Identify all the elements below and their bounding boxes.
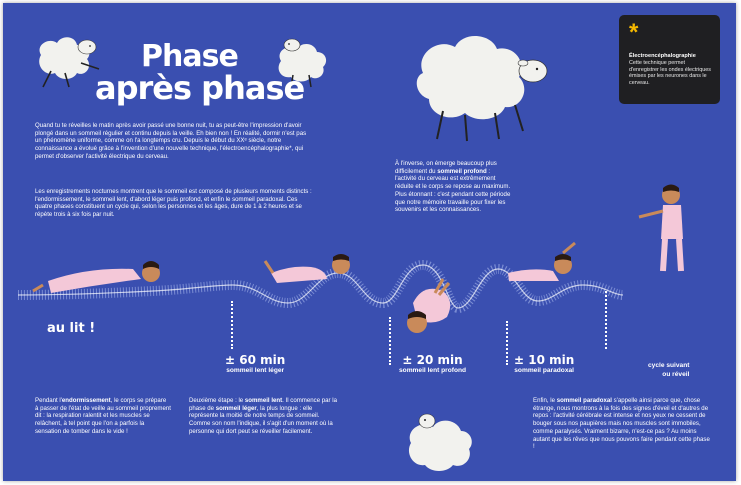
child-falling — [263, 254, 350, 283]
bottom-col-1: Pendant l'endormissement, le corps se pr… — [35, 397, 171, 436]
note-text-c: : l'activité du cerveau est extrêmement … — [395, 167, 511, 214]
magazine-page: Phase après phase Quand tu te réveilles … — [3, 3, 736, 481]
stage-next-line2: ou réveil — [662, 371, 690, 378]
intro-paragraph-2: Les enregistrements nocturnes montrent q… — [35, 188, 312, 219]
stage-deep: ± 20 min sommeil lent profond — [399, 353, 466, 374]
stage-deep-duration: ± 20 min — [402, 353, 463, 367]
illustration-layer — [17, 35, 684, 471]
col2-e: , la plus longue : elle représente la mo… — [189, 404, 333, 435]
child-flying-rem — [508, 241, 576, 281]
stage-rem: ± 10 min sommeil paradoxal — [514, 353, 574, 374]
child-lying-down — [32, 261, 160, 293]
deep-sleep-note: À l'inverse, on émerge beaucoup plus dif… — [395, 160, 513, 214]
asterisk-icon: * — [629, 19, 639, 46]
sheep-large — [416, 35, 548, 142]
col1-bold: endormissement — [61, 397, 111, 404]
stage-next-line1: cycle suivant — [648, 362, 690, 369]
note-text-a: À l'inverse, on émerge beaucoup plus dif… — [395, 160, 497, 175]
col3-bold: sommeil paradoxal — [556, 397, 612, 404]
col2-a: Deuxième étape : le — [189, 397, 245, 404]
col2-bold-1: sommeil lent — [244, 397, 283, 404]
stage-light-label: sommeil lent léger — [226, 367, 285, 374]
intro-paragraph-1: Quand tu te réveilles le matin après avo… — [35, 122, 307, 160]
marker-light — [231, 301, 233, 349]
col2-c: . Il commence par la phase de — [189, 397, 338, 412]
col1-c: , le corps se prépare à passer de l'état… — [35, 397, 171, 435]
page-title-line1: Phase — [141, 39, 239, 74]
marker-rem — [506, 321, 508, 365]
au-lit-label: au lit ! — [47, 321, 96, 336]
marker-deep — [389, 317, 391, 365]
col3-c: s'appelle ainsi parce que, chose étrange… — [533, 397, 710, 451]
bottom-col-3: Enfin, le sommeil paradoxal s'appelle ai… — [533, 397, 711, 451]
stage-next: cycle suivant ou réveil — [648, 361, 689, 379]
page-title-line2: après phase — [95, 69, 305, 107]
bottom-col-2: Deuxième étape : le sommeil lent. Il com… — [189, 397, 339, 436]
col1-a: Pendant l' — [35, 397, 62, 404]
child-curled-deep — [407, 278, 451, 333]
sheep-standing-title — [278, 38, 327, 88]
stage-light-duration: ± 60 min — [225, 353, 286, 367]
col2-bold-2: sommeil léger — [215, 404, 257, 412]
col3-a: Enfin, le — [533, 397, 557, 404]
child-waking-up — [638, 184, 684, 272]
stage-light: ± 60 min sommeil lent léger — [225, 353, 285, 374]
glossary-definition: Cette technique permet d'enregistrer les… — [629, 60, 711, 86]
stage-deep-label: sommeil lent profond — [399, 367, 467, 374]
sheep-bottom — [408, 413, 472, 471]
glossary-box: * Électroencéphalographie Cette techniqu… — [619, 15, 720, 104]
marker-next — [605, 291, 607, 349]
note-text-bold: sommeil profond — [437, 167, 487, 175]
sheep-jumping-left — [39, 37, 100, 88]
stage-rem-label: sommeil paradoxal — [514, 367, 574, 374]
glossary-term: Électroencéphalographie — [629, 53, 696, 59]
stage-rem-duration: ± 10 min — [514, 353, 575, 367]
